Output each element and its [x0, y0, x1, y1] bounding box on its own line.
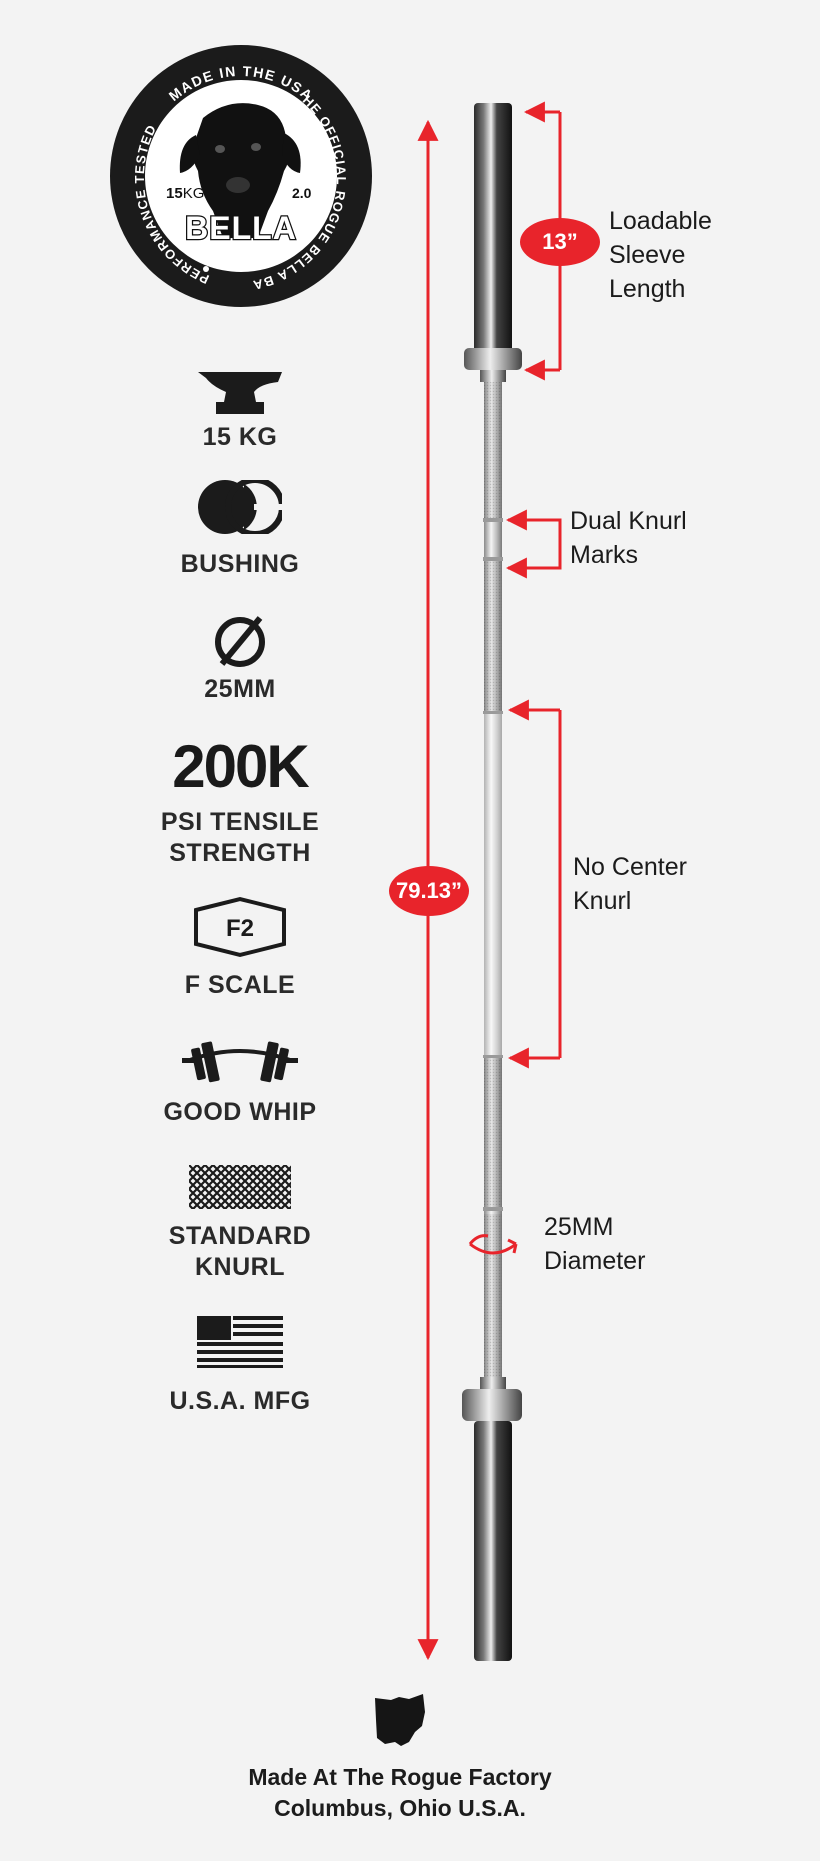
diameter-note-label: 25MM Diameter	[544, 1213, 646, 1275]
footer-line1: Made At The Rogue Factory	[248, 1764, 552, 1790]
badge-version: 2.0	[292, 185, 312, 201]
barbell-bottom-sleeve	[462, 1377, 522, 1661]
badge-name: BELLA	[185, 210, 297, 246]
mfg-label: U.S.A. MFG	[169, 1387, 311, 1415]
tensile-label-line2: STRENGTH	[169, 839, 311, 867]
knurl-marks-label: Dual Knurl Marks	[570, 507, 687, 569]
knurl-label-line2: KNURL	[195, 1253, 285, 1281]
weight-spec-label: 15 KG	[202, 423, 278, 451]
bella-badge: MADE IN THE USA PERFORMANCE TESTED THE O…	[108, 43, 372, 307]
tensile-label-line1: PSI TENSILE	[160, 808, 320, 836]
tensile-value: 200K	[172, 733, 309, 800]
knurl-marks-bracket	[505, 509, 562, 579]
barbell-shaft	[483, 365, 503, 1390]
barbell-top-sleeve	[464, 103, 522, 382]
diameter-spec-label: 25MM	[204, 675, 276, 703]
whip-label: GOOD WHIP	[163, 1098, 317, 1126]
diameter-rotation-icon	[468, 1234, 518, 1255]
footer-line2: Columbus, Ohio U.S.A.	[274, 1795, 526, 1821]
sleeve-length-badge: 13”	[520, 218, 600, 266]
barbell-whip-icon	[0, 1036, 480, 1084]
diameter-icon	[0, 612, 480, 668]
us-flag-icon	[0, 1316, 480, 1368]
f-scale-badge: F2	[0, 896, 480, 958]
sleeve-length-label: Loadable Sleeve Length	[609, 207, 712, 303]
bushing-icon	[0, 480, 480, 534]
center-knurl-bracket	[507, 699, 562, 1069]
knurl-label-line1: STANDARD	[168, 1222, 312, 1250]
anvil-icon	[0, 372, 480, 414]
f-scale-label: F SCALE	[184, 971, 296, 999]
f-scale-badge-text: F2	[226, 915, 254, 942]
total-length-badge: 79.13”	[389, 866, 469, 916]
badge-weight: 15KG	[166, 185, 204, 202]
knurl-pattern-icon	[0, 1165, 480, 1209]
bushing-spec-label: BUSHING	[180, 550, 300, 578]
ohio-state-icon	[0, 1694, 800, 1748]
center-knurl-label: No Center Knurl	[573, 853, 687, 915]
dog-portrait-icon	[179, 103, 301, 238]
